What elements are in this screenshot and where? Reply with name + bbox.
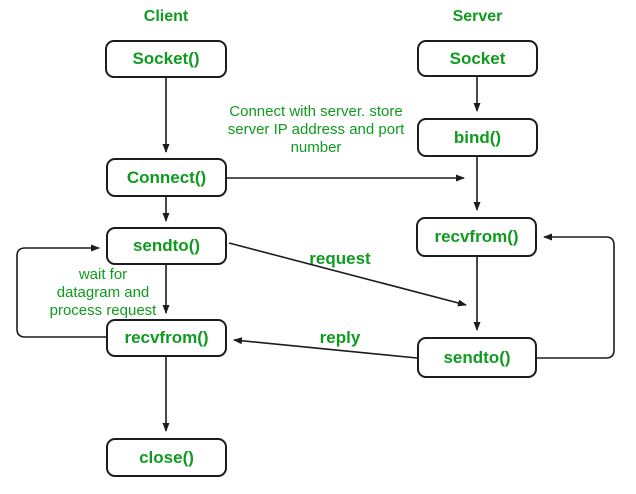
client-sendto-label: sendto() (132, 236, 201, 255)
client-connect-label: Connect() (126, 167, 207, 187)
server-column-header: Server (452, 8, 503, 25)
client-column-header: Client (143, 8, 189, 25)
arrow-server-loop-sendto-to-recvfrom (537, 233, 615, 359)
arrow-client-loop-recvfrom-to-sendto (16, 244, 106, 338)
client-close-label: close() (139, 447, 194, 467)
wait-for-datagram-note: wait for datagram and process request (49, 266, 157, 319)
reply-edge-label: reply (319, 328, 361, 347)
server-socket-label: Socket (449, 48, 506, 68)
arrow-reply (233, 337, 418, 359)
server-bind-box: bind() (417, 118, 538, 157)
server-socket-box: Socket (417, 40, 538, 77)
arrow-request (228, 242, 467, 307)
request-edge-label: request (309, 249, 371, 268)
client-recvfrom-box: recvfrom() (106, 319, 227, 357)
client-recvfrom-label: recvfrom() (124, 328, 209, 347)
server-bind-label: bind() (453, 127, 502, 147)
server-sendto-box: sendto() (417, 337, 537, 378)
client-sendto-box: sendto() (106, 227, 227, 265)
client-connect-box: Connect() (106, 158, 227, 197)
server-recvfrom-label: recvfrom() (434, 227, 519, 246)
connect-with-server-note: Connect with server. store server IP add… (227, 103, 405, 156)
server-sendto-label: sendto() (443, 347, 511, 367)
server-recvfrom-box: recvfrom() (416, 217, 537, 257)
client-socket-label: Socket() (132, 49, 200, 68)
client-close-box: close() (106, 438, 227, 477)
client-socket-box: Socket() (105, 40, 227, 78)
